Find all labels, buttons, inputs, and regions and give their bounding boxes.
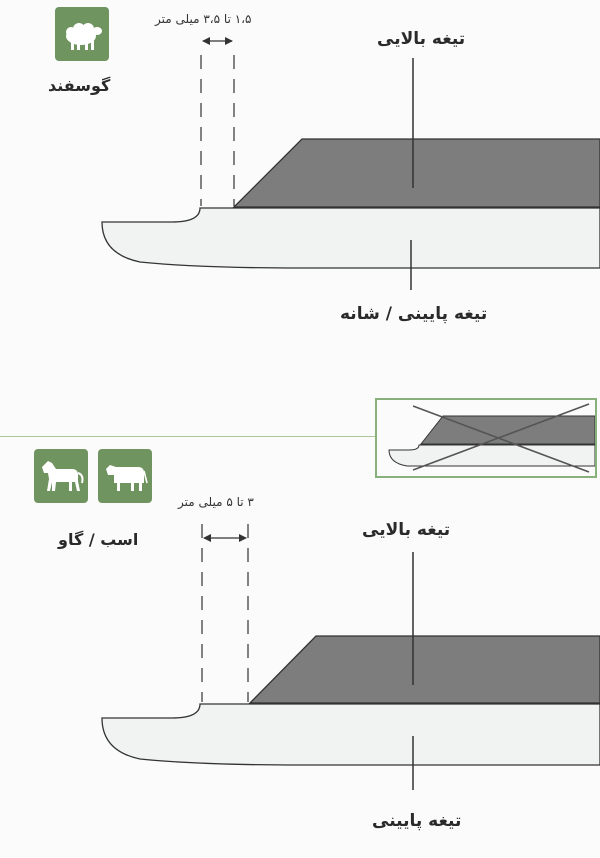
cross-line-a [412,405,590,473]
distance-arrowhead-left [202,37,210,45]
sheep-label: گوسفند [48,76,111,95]
distance-arrowhead-right [239,534,247,542]
sheep-blade-diagram [101,37,600,290]
horse-cow-blade-diagram [101,524,600,790]
cow-icon [98,449,152,503]
sheep-icon [55,7,109,61]
section-divider [0,436,378,437]
lower-blade [101,703,600,766]
distance-arrowhead-left [203,534,211,542]
cross-line-b [412,403,590,471]
incorrect-setting-inset [375,398,597,478]
horse-icon [34,449,88,503]
horse-cow-distance-label: ۳ تا ۵ میلی متر [178,495,254,509]
inset-lower-blade [388,444,596,467]
distance-arrowhead-right [225,37,233,45]
crossed-blade-icon [388,403,596,473]
lower-blade-comb [101,207,600,269]
sheep-upper-blade-label: تیغه بالایی [377,29,466,49]
sheep-distance-label: ۱،۵ تا ۳،۵ میلی متر [155,12,252,26]
inset-upper-blade [419,415,596,445]
horse-cow-label: اسب / گاو [58,530,139,549]
horse-cow-lower-blade-label: تیغه پایینی [372,811,462,831]
upper-blade [248,635,600,704]
upper-blade [232,138,600,208]
horse-cow-upper-blade-label: تیغه بالایی [362,520,451,540]
sheep-lower-blade-label: تیغه پایینی / شانه [340,304,488,324]
